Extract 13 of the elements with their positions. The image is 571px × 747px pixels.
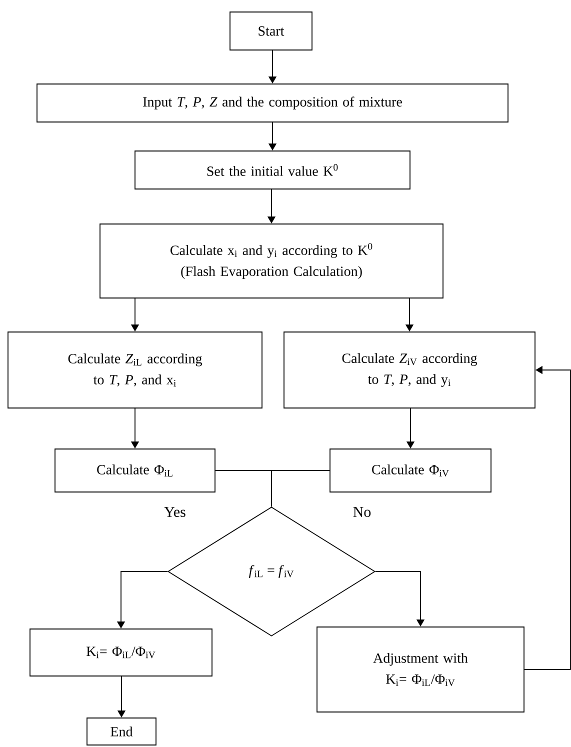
process-box: Calculate Z$_{iV}$ according to T, P, and y$_{i}$: [284, 332, 536, 408]
terminal-box: Start: [230, 12, 312, 50]
branch-label: Yes: [164, 507, 186, 517]
branch-label: No: [353, 507, 371, 517]
terminal-box: End: [86, 718, 156, 746]
process-box: Calculate x$_{i}$ and y$_{i}$ according to K$^{0}$ (Flash Evaporation Calculation): [100, 224, 444, 298]
process-box: K$_{i}$= Φ$_{iL}$/Φ$_{iV}$: [30, 628, 212, 676]
process-box: Calculate Z$_{iL}$ according to T, P, and x$_{i}$: [8, 332, 262, 408]
process-box: Set the initial value K$^{0}$: [134, 150, 410, 190]
process-box: Calculate Φ$_{iV}$: [330, 448, 492, 492]
process-box: Calculate Φ$_{iL}$: [54, 448, 216, 492]
process-box: Adjustment with K$_{i}$= Φ$_{iL}$/Φ$_{iV}$: [316, 626, 524, 712]
process-box: Input T, P, Z and the composition of mixture: [36, 84, 508, 122]
